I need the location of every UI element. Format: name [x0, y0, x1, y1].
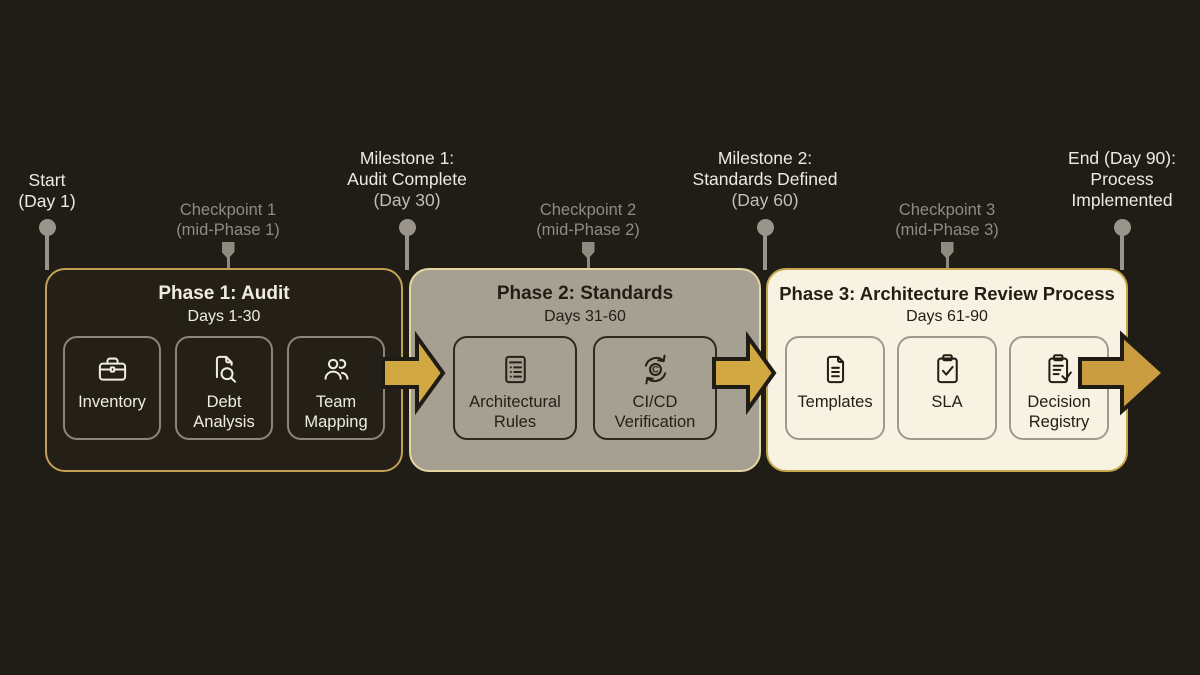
marker-label-line: Milestone 2: — [717, 148, 813, 168]
document-icon — [826, 355, 844, 384]
item-label: Decision Registry — [1027, 393, 1091, 431]
checkpoint-1-label: Checkpoint 1 (mid-Phase 1) — [108, 200, 348, 240]
marker-label-line: (Day 30) — [373, 190, 441, 210]
milestone-2-label: Milestone 2: Standards Defined (Day 60) — [645, 148, 885, 211]
phase-1-box: Phase 1: Audit Days 1-30 Inventory — [45, 268, 403, 472]
marker-label-line: (Day 60) — [731, 190, 799, 210]
phase-1-subtitle: Days 1-30 — [187, 308, 261, 325]
marker-label-line: Process — [1090, 169, 1154, 189]
briefcase-icon — [98, 357, 126, 381]
file-search-icon — [215, 355, 236, 383]
item-label: Architectural Rules — [469, 393, 561, 431]
item-label: Templates — [797, 393, 873, 411]
checkpoint-pin-icon — [581, 242, 595, 259]
phase-2-title: Phase 2: Standards — [496, 283, 674, 304]
item-label: SLA — [931, 393, 963, 411]
marker-label-line: Audit Complete — [347, 169, 467, 189]
item-debt-analysis: Debt Analysis — [175, 336, 273, 440]
item-inventory: Inventory — [63, 336, 161, 440]
svg-text:C: C — [652, 365, 659, 375]
team-icon — [324, 358, 348, 380]
item-label: Inventory — [78, 393, 146, 411]
marker-label-line: Checkpoint 2 — [539, 201, 637, 219]
item-cicd-verification: C CI/CD Verification — [593, 336, 717, 440]
marker-label-line: Standards Defined — [692, 169, 838, 189]
flow-arrow-phase2-phase3 — [712, 331, 777, 415]
marker-stem — [763, 233, 767, 270]
phase-2-items: Architectural Rules C CI/CD Verification — [411, 336, 759, 440]
item-team-mapping: Team Mapping — [287, 336, 385, 440]
marker-label-line: Checkpoint 3 — [898, 201, 996, 219]
checkpoint-3-label: Checkpoint 3 (mid-Phase 3) — [827, 200, 1067, 240]
item-label: CI/CD Verification — [614, 393, 696, 431]
marker-stem — [1120, 233, 1124, 270]
phase-1-items: Inventory Debt Analysis Team Map — [47, 336, 401, 440]
marker-end-label: End (Day 90): Process Implemented — [1002, 148, 1200, 211]
phase-1-title: Phase 1: Audit — [158, 283, 290, 304]
milestone-dot-icon — [398, 219, 416, 236]
checkpoint-pin-icon — [221, 242, 235, 259]
marker-label-line: Implemented — [1071, 190, 1173, 210]
ci-cd-cycle-icon: C — [644, 354, 666, 385]
marker-stem — [945, 257, 949, 270]
phase-3-title: Phase 3: Architecture Review Process — [779, 283, 1115, 304]
phase-3-items: Templates SLA Decision Registry — [768, 336, 1126, 440]
marker-label-line: (mid-Phase 2) — [536, 221, 640, 239]
rules-list-icon — [504, 355, 526, 384]
phase-2-subtitle: Days 31-60 — [544, 308, 626, 325]
marker-stem — [405, 233, 409, 270]
item-architectural-rules: Architectural Rules — [453, 336, 577, 440]
item-label: Team Mapping — [304, 393, 368, 431]
decision-registry-icon — [1047, 354, 1072, 384]
flow-arrow-phase1-phase2 — [381, 331, 446, 415]
marker-label-line: Milestone 1: — [359, 148, 455, 168]
milestone-dot-icon — [756, 219, 774, 236]
item-templates: Templates — [785, 336, 885, 440]
marker-label-line: (mid-Phase 1) — [176, 221, 280, 239]
checkpoint-2-label: Checkpoint 2 (mid-Phase 2) — [468, 200, 708, 240]
marker-stem — [226, 257, 230, 270]
marker-start-label: Start (Day 1) — [0, 170, 167, 212]
milestone-dot-icon — [1113, 219, 1131, 236]
marker-stem — [45, 233, 49, 270]
marker-label-line: (Day 1) — [18, 191, 76, 211]
phase-2-box: Phase 2: Standards Days 31-60 Architectu… — [409, 268, 761, 472]
checkpoint-pin-icon — [940, 242, 954, 259]
marker-label-line: (mid-Phase 3) — [895, 221, 999, 239]
marker-label-line: Checkpoint 1 — [179, 201, 277, 219]
milestone-dot-icon — [38, 219, 56, 236]
marker-stem — [586, 257, 590, 270]
flow-arrow-end — [1078, 330, 1167, 416]
clipboard-check-icon — [936, 354, 958, 384]
milestone-1-label: Milestone 1: Audit Complete (Day 30) — [287, 148, 527, 211]
phase-3-subtitle: Days 61-90 — [906, 308, 988, 325]
item-sla: SLA — [897, 336, 997, 440]
marker-label-line: End (Day 90): — [1068, 148, 1176, 168]
phase-3-box: Phase 3: Architecture Review Process Day… — [766, 268, 1128, 472]
marker-label-line: Start — [28, 170, 66, 190]
item-label: Debt Analysis — [193, 393, 255, 431]
